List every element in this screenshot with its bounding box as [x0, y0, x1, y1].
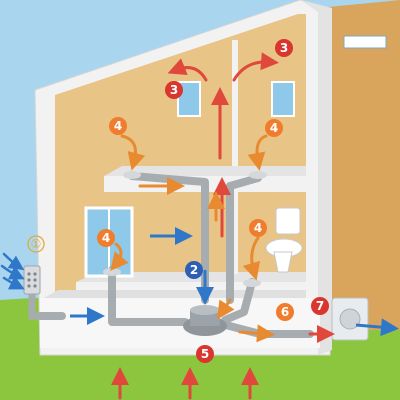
badge-exhaust-right: 3 — [275, 39, 293, 57]
badge-exhaust-left: 3 — [165, 81, 183, 99]
svg-text:4: 4 — [102, 231, 110, 245]
badge-vent-lower-right: 4 — [249, 219, 267, 237]
outdoor-unit — [331, 297, 369, 341]
toilet — [265, 207, 303, 273]
badge-supply-center: 2 — [185, 261, 203, 279]
badge-outlet-pipe: 6 — [276, 303, 294, 321]
building-window — [343, 35, 387, 49]
badge-intake: ① — [27, 235, 45, 253]
svg-text:3: 3 — [280, 41, 288, 55]
window-upper-left — [177, 81, 201, 117]
vent-lower-right — [243, 279, 261, 287]
intake-airflow-arrows — [0, 252, 25, 290]
vent-upper-right — [249, 171, 267, 179]
badge-vent-upper-right: 4 — [265, 119, 283, 137]
svg-text:2: 2 — [190, 263, 198, 277]
central-ventilation-unit — [183, 305, 227, 336]
supply-airflow-arrows — [70, 227, 399, 337]
badge-unit: 5 — [196, 345, 214, 363]
svg-text:①: ① — [31, 237, 42, 251]
svg-text:7: 7 — [316, 299, 324, 313]
svg-text:4: 4 — [270, 121, 278, 135]
svg-text:3: 3 — [170, 83, 178, 97]
background-building — [318, 0, 400, 330]
svg-text:4: 4 — [254, 221, 262, 235]
vent-lower-left — [103, 268, 121, 276]
badge-outdoor-unit: 7 — [311, 297, 329, 315]
badge-vent-lower-left: 4 — [97, 229, 115, 247]
vent-upper-left — [123, 171, 141, 179]
return-airflow-arrows — [110, 134, 275, 343]
svg-text:4: 4 — [114, 119, 122, 133]
svg-text:6: 6 — [281, 305, 289, 319]
exhaust-airflow-arrows — [111, 52, 335, 400]
window-upper-right — [271, 81, 295, 117]
svg-text:5: 5 — [201, 347, 209, 361]
badge-vent-upper-left: 4 — [109, 117, 127, 135]
